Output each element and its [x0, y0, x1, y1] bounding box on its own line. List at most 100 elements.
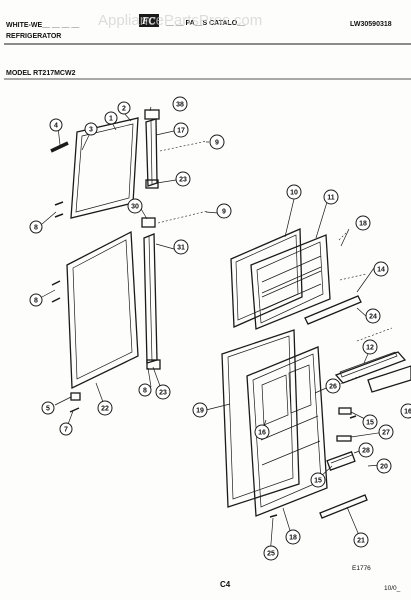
svg-text:31: 31 — [177, 245, 185, 252]
callout-30: 27 — [378, 424, 394, 440]
shelf-clip-a — [338, 407, 352, 415]
freezer-door-strip — [145, 118, 158, 187]
callout-leaders — [41, 106, 386, 557]
door-bottom-bar — [319, 494, 368, 519]
freezer-door-panel — [250, 234, 331, 330]
svg-text:17: 17 — [177, 128, 185, 135]
door-shelf-upper — [334, 351, 407, 384]
callout-23: 12 — [362, 339, 378, 355]
callout-1: 38 — [172, 96, 188, 112]
callout-15: 18 — [355, 215, 371, 231]
callout-4: 4 — [49, 118, 63, 132]
freezer-shelf-bar — [304, 295, 362, 325]
callout-22: 23 — [155, 384, 171, 400]
callout-6: 17 — [173, 122, 189, 138]
svg-text:30: 30 — [131, 204, 139, 211]
svg-text:15: 15 — [366, 420, 374, 427]
svg-text:11: 11 — [327, 195, 335, 202]
freezer-door-liner — [70, 117, 139, 219]
callout-20: 5 — [41, 401, 55, 415]
screw-leader-lower — [157, 210, 208, 224]
figure-id: E1776 — [352, 565, 371, 572]
butter-tray — [326, 451, 356, 471]
freezer-door-gasket — [230, 228, 303, 328]
callout-32: 15 — [310, 472, 326, 488]
screw-leader-upper — [159, 140, 208, 152]
callout-3: 1 — [104, 111, 118, 125]
svg-text:16: 16 — [404, 409, 411, 416]
catalog-title: __ __ PA__S CATALO__ — [165, 20, 245, 27]
door-shelf-lower — [367, 365, 411, 393]
callout-8: 23 — [175, 171, 191, 187]
bottom-screw — [269, 514, 278, 518]
callout-28: 16 — [400, 403, 411, 419]
svg-text:9: 9 — [215, 140, 219, 147]
callout-7: 9 — [209, 134, 225, 150]
svg-text:22: 22 — [101, 406, 109, 413]
callout-35: 21 — [353, 532, 369, 548]
svg-text:19: 19 — [196, 408, 204, 415]
svg-text:1: 1 — [109, 116, 113, 123]
mid-hinge-cap — [141, 217, 156, 228]
fresh-food-door-strip — [143, 233, 158, 364]
callout-36: 20 — [376, 458, 392, 474]
brand-logo: FC — [139, 14, 159, 27]
svg-text:18: 18 — [359, 221, 367, 228]
callout-21: 22 — [97, 400, 113, 416]
doc-number: LW30590318 — [350, 21, 392, 28]
svg-text:16: 16 — [258, 430, 266, 437]
model-line: MODEL RT217MCW2 — [6, 70, 76, 77]
svg-text:21: 21 — [357, 538, 365, 545]
door-stop-screw — [69, 407, 80, 413]
svg-text:28: 28 — [362, 448, 370, 455]
svg-text:23: 23 — [179, 177, 187, 184]
callout-19: 8 — [138, 383, 152, 397]
callout-14: 11 — [323, 189, 339, 205]
callout-27: 15 — [362, 414, 378, 430]
callout-17: 14 — [373, 261, 389, 277]
screws-left — [51, 201, 64, 303]
svg-text:3: 3 — [89, 127, 93, 134]
svg-text:27: 27 — [382, 430, 390, 437]
page-number: C4 — [220, 580, 231, 589]
leader-shelf — [356, 327, 393, 342]
svg-text:20: 20 — [380, 464, 388, 471]
callout-29: 16 — [254, 424, 270, 440]
callout-5: 3 — [84, 122, 98, 136]
footer-date: 10/0_ — [384, 585, 401, 592]
callout-24: 7 — [59, 422, 73, 436]
callout-13: 10 — [286, 184, 302, 200]
callout-11: 9 — [216, 203, 232, 219]
shelf-clip-b — [336, 435, 352, 442]
svg-text:FC: FC — [141, 16, 156, 27]
svg-text:7: 7 — [64, 427, 68, 434]
svg-text:2: 2 — [122, 106, 126, 113]
fresh-food-door-liner — [66, 230, 139, 390]
callout-33: 25 — [263, 545, 279, 561]
callout-12: 31 — [173, 239, 189, 255]
callout-34: 18 — [285, 529, 301, 545]
callout-26: 26 — [325, 378, 341, 394]
svg-text:26: 26 — [329, 384, 337, 391]
fresh-food-door-gasket — [221, 329, 300, 508]
svg-text:24: 24 — [369, 314, 377, 321]
handle-piece — [50, 141, 69, 153]
upper-hinge-base — [145, 179, 159, 189]
svg-text:9: 9 — [222, 209, 226, 216]
svg-text:18: 18 — [289, 535, 297, 542]
door-stop — [70, 392, 81, 401]
svg-text:8: 8 — [34, 298, 38, 305]
leader-14 — [339, 273, 367, 281]
svg-text:5: 5 — [46, 406, 50, 413]
callout-31: 28 — [358, 442, 374, 458]
svg-text:38: 38 — [176, 102, 184, 109]
svg-text:12: 12 — [366, 345, 374, 352]
callout-2: 2 — [117, 101, 131, 115]
callout-18: 24 — [365, 308, 381, 324]
callout-10: 30 — [127, 198, 143, 214]
svg-text:4: 4 — [54, 123, 58, 130]
watermark: AppliancePartsPros.com — [98, 12, 262, 29]
category-label: REFRIGERATOR — [6, 33, 61, 40]
